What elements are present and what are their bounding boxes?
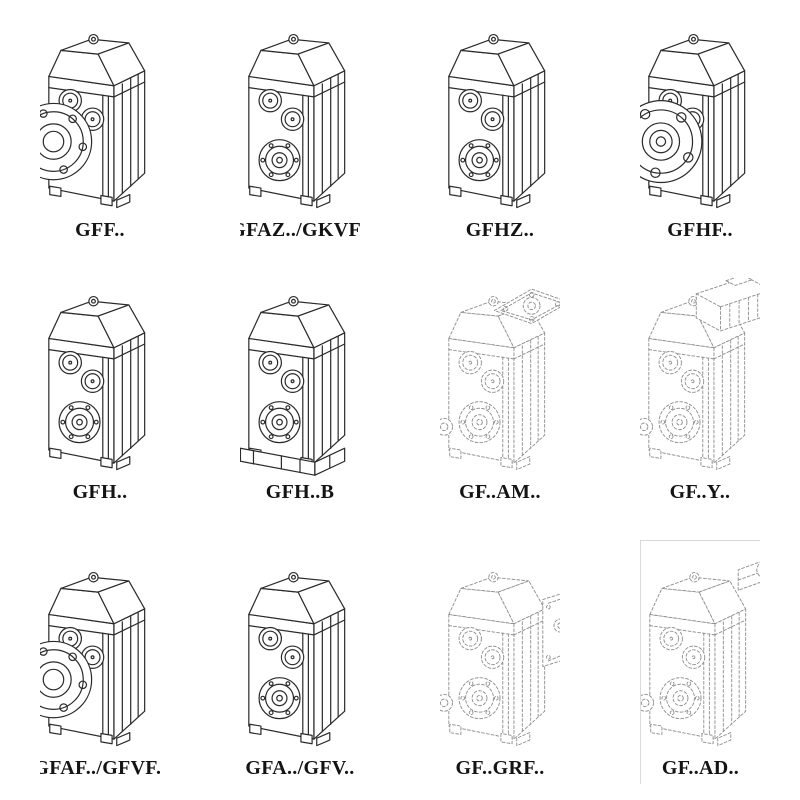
catalog-cell: GFH.. — [40, 278, 160, 508]
gearbox-foot-mounted-icon — [240, 295, 346, 476]
output-hub-icon — [258, 677, 301, 720]
catalog-cell: GF..GRF.. — [440, 540, 560, 784]
model-label: GF..AD.. — [661, 757, 740, 779]
model-label: GFAF../GFVF.. — [40, 757, 160, 779]
gearbox-hollow-shaft-icon — [248, 571, 346, 747]
model-label: GFAZ../GKVF.. — [240, 219, 360, 241]
gearbox-motor-adapter-icon — [440, 288, 560, 471]
electric-motor-icon — [695, 278, 760, 332]
gearbox-hollow-shaft-icon — [248, 33, 346, 209]
catalog-cell: GFAF../GFVF.. — [40, 540, 160, 784]
input-flange-box-icon — [542, 587, 560, 668]
output-hub-icon — [659, 677, 701, 720]
model-label: GF..AM.. — [459, 481, 541, 503]
output-hub-icon — [458, 677, 501, 720]
catalog-cell: GFAZ../GKVF.. — [240, 16, 360, 246]
catalog-cell: GF..AD.. — [640, 540, 760, 784]
model-label: GFA../GFV.. — [245, 757, 355, 779]
output-hub-icon — [58, 401, 101, 444]
catalog-cell: GFH..B — [240, 278, 360, 508]
model-label: GFF.. — [75, 219, 125, 241]
gearbox-output-flange-icon — [40, 33, 146, 209]
model-label: GF..GRF.. — [455, 757, 545, 779]
gearbox-shaft-mounted-icon — [48, 295, 146, 471]
catalog-cell: GF..AM.. — [440, 278, 560, 508]
catalog-cell: GFA../GFV.. — [240, 540, 360, 784]
model-label: GFH..B — [265, 481, 335, 503]
gearbox-output-flange-icon — [40, 571, 146, 747]
gearbox-hollow-shaft-icon — [448, 33, 546, 209]
catalog-cell: GFHF.. — [640, 16, 760, 246]
output-hub-icon — [458, 139, 501, 182]
model-label: GFH.. — [72, 481, 128, 503]
gearbox-front-flange-icon — [640, 33, 746, 209]
input-adapter-icon — [737, 560, 760, 591]
output-hub-icon — [258, 139, 301, 182]
output-hub-icon — [258, 401, 301, 444]
catalog-cell: GFHZ.. — [440, 16, 560, 246]
catalog-cell: GF..Y.. — [640, 278, 760, 508]
gearbox-with-motor-icon — [640, 278, 760, 471]
gearbox-input-flange-box-icon — [440, 572, 560, 747]
gearbox-input-adapter-icon — [641, 560, 760, 747]
output-hub-icon — [658, 401, 701, 444]
model-label: GFHZ.. — [465, 219, 535, 241]
catalog-cell: GFF.. — [40, 16, 160, 246]
model-label: GFHF.. — [667, 219, 733, 241]
model-label: GF..Y.. — [669, 481, 731, 503]
output-hub-icon — [458, 401, 501, 444]
